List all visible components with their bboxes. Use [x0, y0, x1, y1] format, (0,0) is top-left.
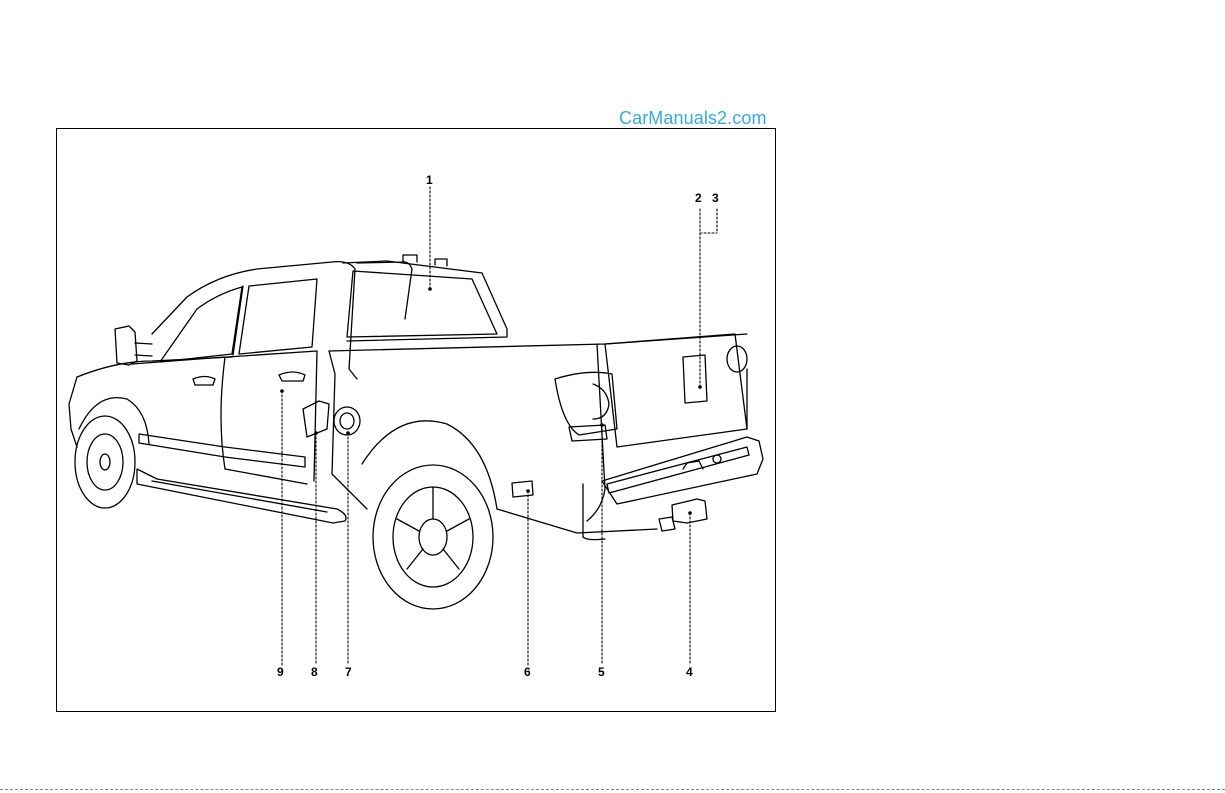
rear-glass: [347, 271, 497, 337]
rear-door-window: [239, 279, 317, 354]
window-pillar: [233, 286, 243, 355]
lower-body: [497, 509, 657, 533]
hood: [77, 357, 232, 377]
page-bottom-divider: [0, 789, 1225, 790]
callout-4: 4: [686, 666, 693, 678]
roof-marker-1: [403, 255, 417, 262]
cab-outline: [152, 262, 357, 379]
callout-8: 8: [311, 666, 318, 678]
front-door-window: [160, 287, 242, 362]
callout-5: 5: [598, 666, 605, 678]
callout-7: 7: [345, 666, 352, 678]
side-mirror: [115, 326, 137, 365]
trailer-hitch: [672, 499, 707, 523]
front-fascia: [69, 377, 77, 447]
vehicle-diagram-frame: 1 2 3 4 5 6 7 8 9: [56, 128, 776, 712]
side-reflector: [512, 481, 533, 497]
callout-3: 3: [712, 192, 719, 204]
door-handle-front: [193, 377, 215, 386]
fuel-cap: [334, 407, 360, 435]
callout-1: 1: [426, 174, 433, 186]
tailgate: [605, 334, 747, 447]
roof-marker-2: [435, 259, 447, 266]
callout-2: 2: [695, 192, 702, 204]
carmanuals-watermark: CarManuals2.com: [619, 108, 767, 129]
door-handle-rear: [279, 372, 305, 381]
pickup-truck-drawing: [57, 129, 777, 713]
callout-9: 9: [277, 666, 284, 678]
rear-bumper: [602, 437, 763, 504]
callout-leaders: [282, 187, 717, 665]
front-wheel: [75, 416, 135, 508]
tailgate-handle: [683, 355, 707, 403]
rear-window: [357, 262, 412, 319]
front-door: [132, 357, 225, 469]
callout-6: 6: [524, 666, 531, 678]
